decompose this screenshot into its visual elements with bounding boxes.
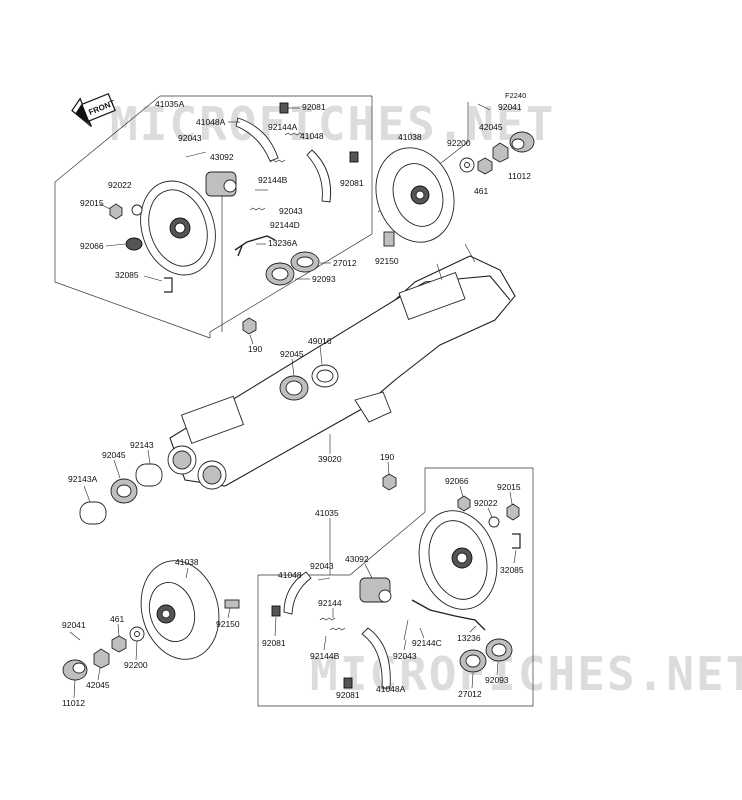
label-92144c: 92144C (412, 638, 442, 648)
label-49016: 49016 (308, 336, 332, 346)
label-92144a: 92144A (268, 122, 298, 132)
label-92150-b: 92150 (216, 619, 240, 629)
label-11012-b: 11012 (62, 698, 85, 708)
label-92144b-b: 92144B (310, 651, 340, 661)
label-190-b: 190 (380, 452, 394, 462)
labels-bottom: 41035 92066 92015 92022 43092 32085 4104… (62, 476, 524, 708)
watermark-top: MICROFICHES.NET (110, 97, 555, 151)
label-92143a: 92143A (68, 474, 98, 484)
label-92066-b: 92066 (445, 476, 469, 486)
label-92150-a: 92150 (375, 256, 399, 266)
label-92043-d: 92043 (393, 651, 417, 661)
labels-top: 41035A 92081 41048A 92144A 41048 92043 4… (80, 99, 531, 354)
label-27012-a: 27012 (333, 258, 357, 268)
label-92081-b: 92081 (340, 178, 364, 188)
label-92200-b: 92200 (124, 660, 148, 670)
label-32085-b: 32085 (500, 565, 524, 575)
center-bearings (79, 364, 397, 525)
label-13236a: 13236A (268, 238, 298, 248)
label-41038-a: 41038 (398, 132, 422, 142)
top-brake-assembly (54, 95, 373, 339)
watermark-bottom: MICROFICHES.NET (310, 647, 742, 701)
label-42045-b: 42045 (86, 680, 110, 690)
label-92143: 92143 (130, 440, 154, 450)
label-27012-b: 27012 (458, 689, 482, 699)
label-41035a: 41035A (155, 99, 185, 109)
label-11012-a: 11012 (508, 171, 531, 181)
label-92144d: 92144D (270, 220, 300, 230)
label-92093-b: 92093 (485, 675, 509, 685)
label-92081-a: 92081 (302, 102, 326, 112)
label-43092-a: 43092 (210, 152, 234, 162)
axle-housing (167, 243, 516, 490)
label-92015-a: 92015 (80, 198, 104, 208)
label-92144: 92144 (318, 598, 342, 608)
label-41038-b: 41038 (175, 557, 199, 567)
label-461-b: 461 (110, 614, 124, 624)
label-92081-d: 92081 (336, 690, 360, 700)
label-41035: 41035 (315, 508, 339, 518)
figure-code: F2240 (505, 91, 526, 100)
label-461-a: 461 (474, 186, 488, 196)
label-92081-c: 92081 (262, 638, 286, 648)
front-arrow-icon: FRONT (71, 92, 116, 127)
label-41048: 41048 (300, 131, 324, 141)
label-92200-a: 92200 (447, 138, 471, 148)
label-92093-a: 92093 (312, 274, 336, 284)
bottom-brake-assembly (257, 467, 534, 707)
label-190-a: 190 (248, 344, 262, 354)
label-39020: 39020 (318, 454, 342, 464)
bottom-brake-drum (62, 560, 240, 681)
top-brake-drum (375, 102, 535, 247)
label-92045-b: 92045 (102, 450, 126, 460)
label-13236: 13236 (457, 633, 481, 643)
label-41048a: 41048A (196, 117, 226, 127)
label-32085-a: 32085 (115, 270, 139, 280)
label-92045-a: 92045 (280, 349, 304, 359)
label-92015-b: 92015 (497, 482, 521, 492)
label-92066-a: 92066 (80, 241, 104, 251)
label-92043-b: 92043 (279, 206, 303, 216)
label-92144b-a: 92144B (258, 175, 288, 185)
label-92022-b: 92022 (474, 498, 498, 508)
label-92041-b: 92041 (62, 620, 86, 630)
labels-middle: 92045 49016 39020 92143 92045 92143A 190 (68, 336, 394, 503)
label-43092-b: 43092 (345, 554, 369, 564)
label-92043-c: 92043 (310, 561, 334, 571)
label-92041-a: 92041 (498, 102, 522, 112)
label-41048: 41048 (278, 570, 302, 580)
label-92022-a: 92022 (108, 180, 132, 190)
label-42045-a: 42045 (479, 122, 503, 132)
label-41048a-b: 41048A (376, 684, 406, 694)
label-92043-a: 92043 (178, 133, 202, 143)
